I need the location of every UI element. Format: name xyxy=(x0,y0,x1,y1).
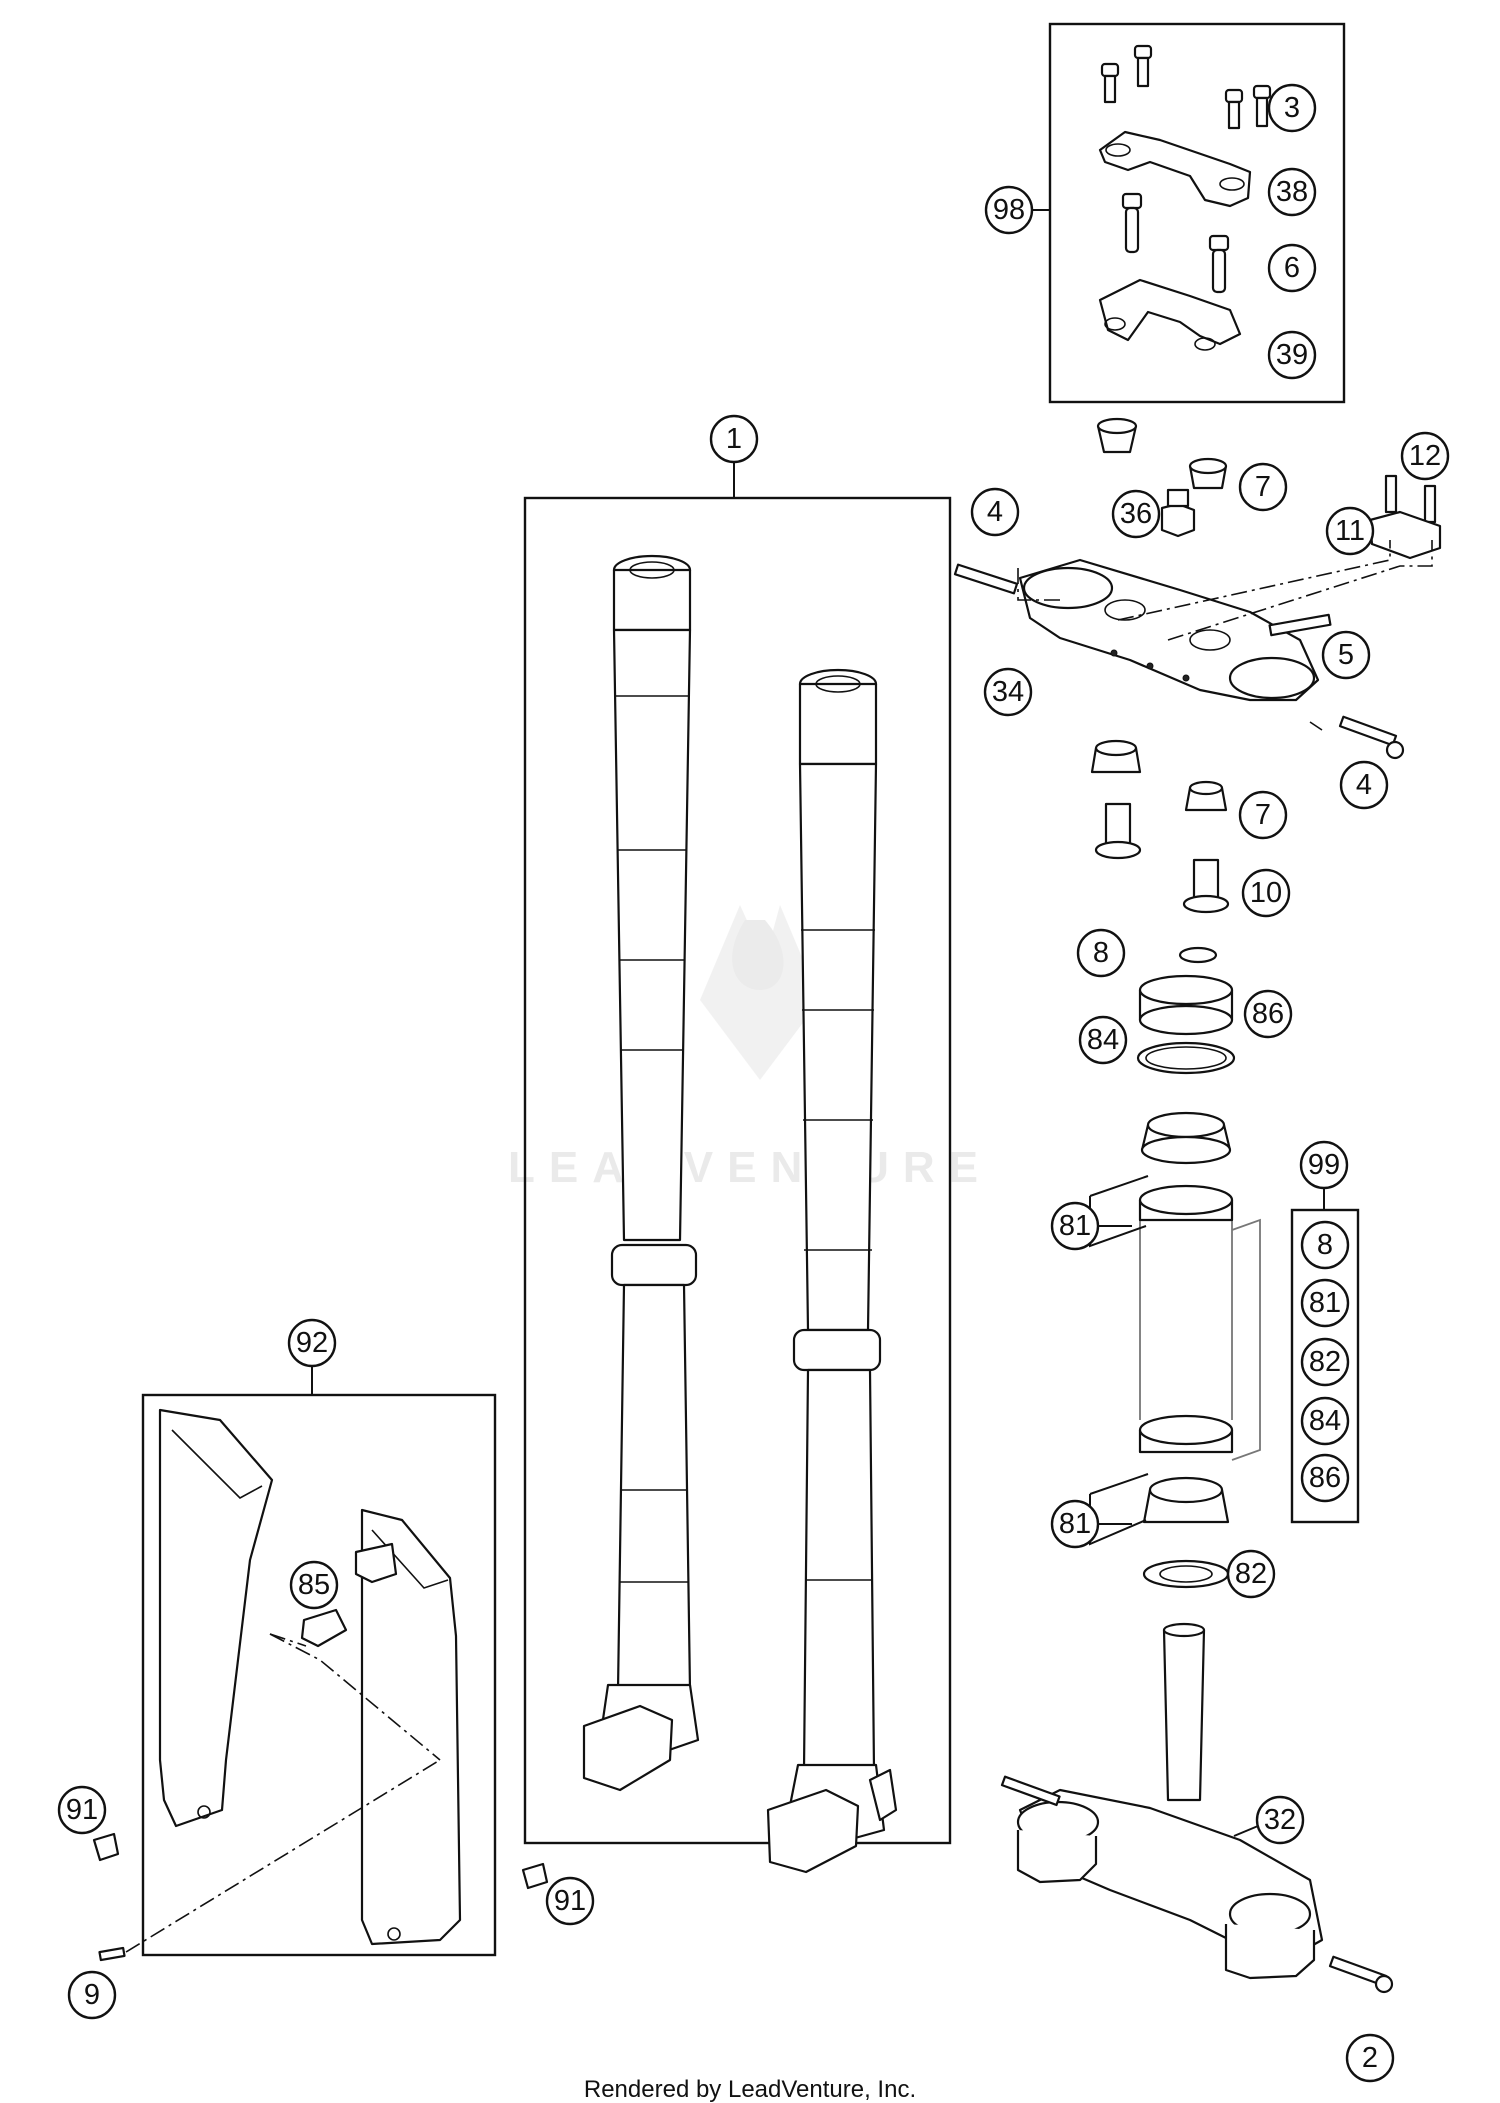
fork-protectors xyxy=(92,1408,549,1962)
callout-34: 34 xyxy=(983,667,1033,717)
svg-text:1: 1 xyxy=(726,423,742,455)
watermark-text: LEADVENTURE xyxy=(508,1143,992,1192)
callout-5: 5 xyxy=(1321,630,1371,680)
callout-8: 8 xyxy=(1076,928,1126,978)
callout-91: 91 xyxy=(57,1785,107,1835)
svg-text:98: 98 xyxy=(993,194,1025,226)
svg-text:7: 7 xyxy=(1255,799,1271,831)
svg-text:7: 7 xyxy=(1255,471,1271,503)
svg-text:82: 82 xyxy=(1309,1346,1341,1378)
callout-8: 8 xyxy=(1300,1220,1350,1270)
svg-text:81: 81 xyxy=(1309,1287,1341,1319)
svg-text:85: 85 xyxy=(298,1569,330,1601)
svg-text:9: 9 xyxy=(84,1979,100,2011)
fork-legs xyxy=(582,554,898,1874)
callout-92: 92 xyxy=(287,1318,337,1368)
svg-text:84: 84 xyxy=(1309,1405,1341,1437)
guide-line xyxy=(269,1633,307,1647)
callout-7: 7 xyxy=(1238,790,1288,840)
fork-protector-group-frame xyxy=(141,1393,497,1957)
guide-line xyxy=(269,1633,441,1761)
callout-91: 91 xyxy=(545,1876,595,1926)
callout-2: 2 xyxy=(1345,2033,1395,2083)
callout-4: 4 xyxy=(970,487,1020,537)
svg-text:8: 8 xyxy=(1093,937,1109,969)
callout-7: 7 xyxy=(1238,462,1288,512)
callout-1: 1 xyxy=(709,414,759,464)
handlebar-clamp-group-frame xyxy=(1048,22,1346,404)
guide-line xyxy=(125,1759,441,1953)
svg-text:10: 10 xyxy=(1250,877,1282,909)
callout-81: 81 xyxy=(1050,1201,1100,1251)
callout-84: 84 xyxy=(1078,1015,1128,1065)
callout-3: 3 xyxy=(1267,83,1317,133)
svg-text:91: 91 xyxy=(66,1794,98,1826)
guide-line xyxy=(1017,568,1062,601)
svg-text:81: 81 xyxy=(1059,1508,1091,1540)
leadventure-watermark: LEADVENTURE xyxy=(508,905,992,1192)
upper-triple-clamp-parts xyxy=(953,417,1442,914)
svg-text:91: 91 xyxy=(554,1885,586,1917)
callout-12: 12 xyxy=(1400,431,1450,481)
callout-99: 99 xyxy=(1299,1140,1349,1190)
callout-11: 11 xyxy=(1325,506,1375,556)
handlebar-clamp-parts xyxy=(1098,44,1272,351)
svg-text:39: 39 xyxy=(1276,339,1308,371)
svg-text:84: 84 xyxy=(1087,1024,1119,1056)
callout-36: 36 xyxy=(1111,489,1161,539)
svg-text:32: 32 xyxy=(1264,1804,1296,1836)
callout-84: 84 xyxy=(1300,1396,1350,1446)
callout-86: 86 xyxy=(1300,1453,1350,1503)
callout-85: 85 xyxy=(289,1560,339,1610)
svg-text:82: 82 xyxy=(1235,1558,1267,1590)
callout-82: 82 xyxy=(1300,1337,1350,1387)
callout-82: 82 xyxy=(1226,1549,1276,1599)
svg-text:4: 4 xyxy=(987,496,1003,528)
rendered-by-footer: Rendered by LeadVenture, Inc. xyxy=(583,2076,917,2103)
callout-86: 86 xyxy=(1243,989,1293,1039)
svg-text:81: 81 xyxy=(1059,1210,1091,1242)
callout-98: 98 xyxy=(984,185,1034,235)
svg-text:11: 11 xyxy=(1335,515,1365,547)
callout-81: 81 xyxy=(1050,1499,1100,1549)
callout-39: 39 xyxy=(1267,330,1317,380)
svg-text:8: 8 xyxy=(1317,1229,1333,1261)
steering-bearing-parts xyxy=(1136,946,1261,1589)
svg-text:86: 86 xyxy=(1252,998,1284,1030)
callout-10: 10 xyxy=(1241,868,1291,918)
svg-text:99: 99 xyxy=(1308,1149,1340,1181)
svg-text:5: 5 xyxy=(1338,639,1354,671)
callout-6: 6 xyxy=(1267,243,1317,293)
svg-text:12: 12 xyxy=(1409,440,1441,472)
svg-text:34: 34 xyxy=(992,676,1024,708)
svg-text:6: 6 xyxy=(1284,252,1300,284)
callout-38: 38 xyxy=(1267,167,1317,217)
svg-text:3: 3 xyxy=(1284,92,1300,124)
svg-text:2: 2 xyxy=(1362,2042,1378,2074)
guide-line xyxy=(1309,721,1323,731)
svg-text:4: 4 xyxy=(1356,769,1372,801)
svg-text:38: 38 xyxy=(1276,176,1308,208)
callout-81: 81 xyxy=(1300,1278,1350,1328)
svg-text:36: 36 xyxy=(1120,498,1152,530)
callout-9: 9 xyxy=(67,1970,117,2020)
guide-line xyxy=(1117,540,1391,621)
lower-triple-clamp xyxy=(1000,1622,1394,1994)
svg-text:86: 86 xyxy=(1309,1462,1341,1494)
svg-text:92: 92 xyxy=(296,1327,328,1359)
callout-32: 32 xyxy=(1255,1795,1305,1845)
fork-group-frame xyxy=(523,496,952,1845)
callout-4: 4 xyxy=(1339,760,1389,810)
guide-line xyxy=(1167,540,1433,641)
